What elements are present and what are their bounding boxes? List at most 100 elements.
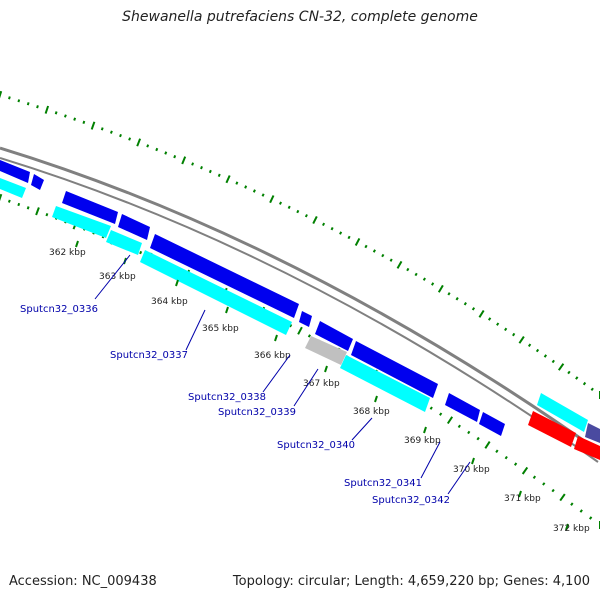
ring-tick xyxy=(513,462,518,466)
ring-tick xyxy=(590,387,594,392)
gene-label[interactable]: Sputcn32_0337 xyxy=(110,350,188,361)
ring-tick xyxy=(476,436,480,441)
ring-tick xyxy=(389,258,393,262)
ring-tick xyxy=(82,120,86,125)
ring-tick xyxy=(437,284,444,293)
gene-label[interactable]: Sputcn32_0336 xyxy=(20,304,98,315)
scale-label: 363 kbp xyxy=(99,272,136,282)
ring-tick xyxy=(322,222,326,227)
ring-tick xyxy=(296,209,300,214)
pseudo-feature[interactable] xyxy=(305,336,347,365)
ring-tick xyxy=(559,493,566,502)
cds-feature[interactable] xyxy=(118,214,150,240)
cds-feature[interactable] xyxy=(0,160,30,183)
cds-feature[interactable] xyxy=(479,412,505,436)
ring-tick xyxy=(414,272,418,277)
cds-feature[interactable] xyxy=(150,234,299,318)
ring-tick xyxy=(278,201,283,205)
cds-feature[interactable] xyxy=(351,341,438,398)
ring-tick xyxy=(484,441,491,449)
cds-feature[interactable] xyxy=(62,191,118,224)
ring-tick xyxy=(146,144,150,148)
ring-tick xyxy=(45,213,49,217)
cds-feature[interactable] xyxy=(31,174,44,190)
scale-labels: 362 kbp 363 kbp 364 kbp 365 kbp 366 kbp … xyxy=(49,240,590,534)
gene-feature[interactable] xyxy=(106,230,142,255)
ring-tick xyxy=(457,424,461,429)
scale-label: 368 kbp xyxy=(353,407,390,417)
scale-label: 370 kbp xyxy=(453,465,490,475)
gene-feature[interactable] xyxy=(52,206,111,238)
ring-tick xyxy=(504,327,508,332)
ring-tick xyxy=(535,348,540,353)
scale-label: 369 kbp xyxy=(404,436,441,446)
ring-tick xyxy=(575,376,579,380)
ring-tick xyxy=(557,363,565,371)
gene-label[interactable]: Sputcn32_0338 xyxy=(188,392,266,403)
scale-tick xyxy=(274,334,278,342)
cds-feature[interactable] xyxy=(315,321,353,351)
scale-label: 367 kbp xyxy=(303,379,340,389)
scale-label: 371 kbp xyxy=(504,494,541,504)
ring-tick xyxy=(244,185,248,189)
scale-tick xyxy=(324,365,328,373)
ring-tick xyxy=(487,317,492,321)
gene-label[interactable]: Sputcn32_0339 xyxy=(218,407,296,418)
rna-feature[interactable] xyxy=(528,411,576,447)
genome-backbone-inner xyxy=(0,157,599,463)
ring-tick xyxy=(0,90,3,99)
ring-tick xyxy=(543,354,548,358)
ring-tick xyxy=(26,102,30,106)
scale-label: 364 kbp xyxy=(151,297,188,307)
gene-label[interactable]: Sputcn32_0340 xyxy=(277,440,355,451)
ring-tick xyxy=(589,516,593,520)
ring-tick xyxy=(422,277,426,281)
outer-tick-ring xyxy=(0,90,600,399)
gene-feature[interactable] xyxy=(0,178,26,198)
scale-label: 366 kbp xyxy=(254,351,291,361)
label-leader xyxy=(94,254,131,300)
ring-tick xyxy=(26,206,30,210)
ring-tick xyxy=(90,121,96,130)
ring-tick xyxy=(63,114,67,118)
cds-feature[interactable] xyxy=(445,393,480,422)
gene-feature[interactable] xyxy=(537,393,588,432)
ring-tick xyxy=(208,169,212,174)
scale-tick xyxy=(565,523,569,531)
gene-feature[interactable] xyxy=(340,355,430,412)
cds-feature[interactable] xyxy=(585,423,600,443)
ring-tick xyxy=(582,381,587,386)
ring-tick xyxy=(109,130,113,134)
ring-tick xyxy=(495,449,499,453)
gene-label[interactable]: Sputcn32_0342 xyxy=(372,495,450,506)
ring-tick xyxy=(200,166,203,170)
ring-tick xyxy=(289,323,293,328)
cds-feature[interactable] xyxy=(299,311,312,327)
ring-tick xyxy=(36,105,39,109)
scale-label: 362 kbp xyxy=(49,248,86,258)
ring-tick xyxy=(527,343,532,347)
scale-tick xyxy=(471,457,475,465)
gene-feature[interactable] xyxy=(140,250,292,335)
ring-tick xyxy=(73,117,77,121)
ring-tick xyxy=(570,502,574,506)
ring-tick xyxy=(463,302,467,306)
ring-tick xyxy=(17,99,21,103)
ring-tick xyxy=(287,205,291,210)
gene-label[interactable]: Sputcn32_0341 xyxy=(344,478,422,489)
scale-tick xyxy=(175,279,179,287)
ring-tick xyxy=(225,175,231,184)
ring-tick xyxy=(304,214,308,218)
genome-backbone xyxy=(0,146,600,454)
rna-feature[interactable] xyxy=(574,436,600,460)
ring-tick xyxy=(119,133,122,138)
ring-tick xyxy=(8,96,11,100)
ring-tick xyxy=(354,237,361,246)
label-leader xyxy=(420,441,441,479)
scale-tick xyxy=(423,426,427,434)
ring-tick xyxy=(181,156,187,165)
ring-tick xyxy=(521,466,529,475)
ring-tick xyxy=(512,332,516,337)
ring-tick xyxy=(261,193,265,197)
